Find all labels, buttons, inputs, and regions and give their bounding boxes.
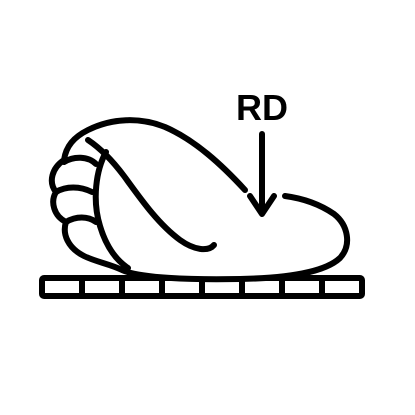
down-arrow-icon	[247, 131, 277, 217]
fist-icon	[48, 117, 351, 283]
direction-label: RD	[236, 87, 288, 128]
